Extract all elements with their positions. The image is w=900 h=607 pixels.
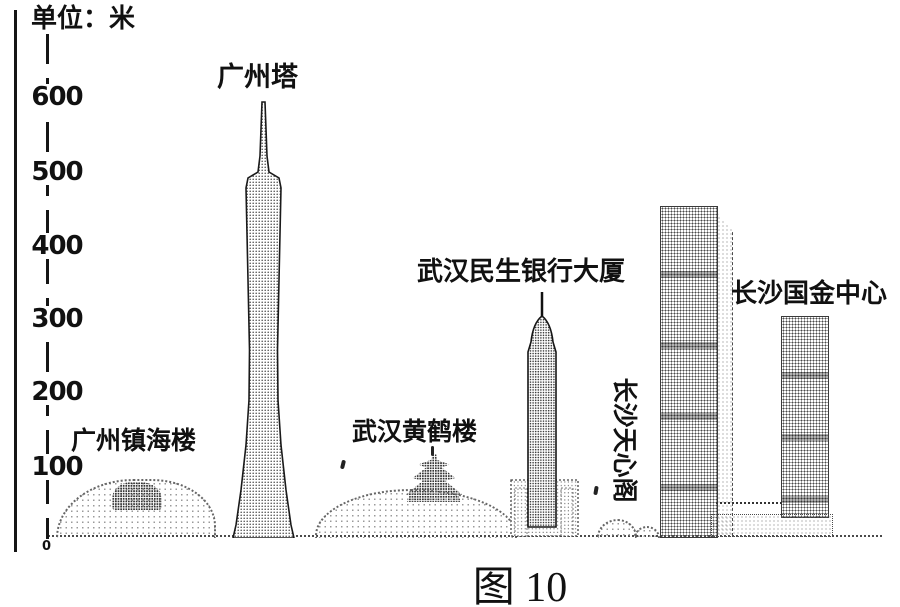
- ifs-tower1-side-face: [717, 212, 733, 536]
- small-mark-icon: [339, 459, 347, 470]
- tick-label-300: 300: [30, 304, 84, 334]
- tianxin-mound-small-drawing: [634, 526, 660, 538]
- yellow-crane-hill-drawing: [315, 489, 517, 538]
- canton-tower-drawing: [232, 101, 295, 538]
- zhenhai-tower-blob: [112, 482, 162, 510]
- tick-label-400: 400: [30, 231, 84, 261]
- tianxin-mound-drawing: [597, 519, 637, 538]
- changsha-ifs-label: 长沙国金中心: [731, 279, 888, 309]
- tick-label-100: 100: [30, 452, 84, 482]
- ifs-tower1-drawing: [660, 206, 718, 538]
- origin-label: 0: [42, 539, 52, 554]
- small-mark-icon: [593, 485, 599, 496]
- y-axis-ruler: [46, 34, 49, 540]
- ifs-podium-base: [711, 514, 833, 537]
- ifs-podium-line: [716, 502, 782, 504]
- yellow-crane-label: 武汉黄鹤楼: [352, 417, 478, 446]
- tick-label-500: 500: [30, 157, 84, 187]
- canton-tower-label: 广州塔: [217, 62, 298, 93]
- zhenhai-tower-label: 广州镇海楼: [71, 426, 197, 455]
- minsheng-tower-drawing: [510, 292, 579, 537]
- pagoda-spire: [431, 446, 434, 456]
- tick-label-200: 200: [30, 377, 84, 407]
- minsheng-bank-label: 武汉民生银行大厦: [417, 257, 626, 287]
- tianxin-pavilion-label: 长沙天心阁: [610, 377, 639, 503]
- ifs-tower2-drawing: [781, 316, 829, 518]
- tick-label-600: 600: [30, 82, 84, 112]
- unit-label: 单位：米: [31, 4, 136, 34]
- figure-caption: 图 10: [472, 565, 568, 607]
- zhenhai-hill-drawing: [56, 479, 216, 538]
- y-axis-line: [14, 10, 17, 552]
